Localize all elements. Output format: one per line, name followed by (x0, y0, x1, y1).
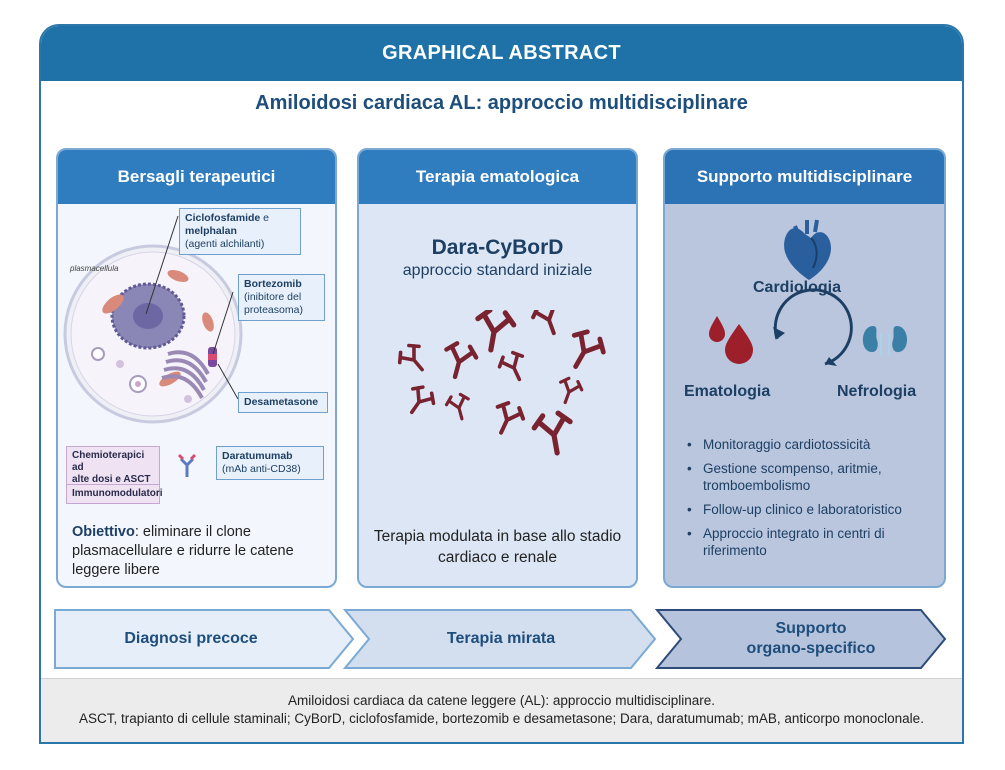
blood-drop-icon (709, 316, 753, 364)
pathway-arrows: Diagnosi precoce Terapia mirata Supporto… (41, 608, 962, 670)
list-item: Gestione scompenso, aritmie, tromboembol… (685, 460, 937, 494)
antibody-cluster (397, 310, 606, 456)
panel-therapeutic-targets: Bersagli terapeutici (56, 148, 337, 588)
support-bullet-list: Monitoraggio cardiotossicità Gestione sc… (685, 436, 937, 566)
panel-multidisciplinary-support: Supporto multidisciplinare (663, 148, 946, 588)
step-label-terapia: Terapia mirata (446, 630, 556, 647)
panel-title-support: Supporto multidisciplinare (665, 150, 944, 204)
cell-illustration: plasmacellula Ciclofosfamide e melphalan… (58, 204, 335, 584)
plasma-cell-label: plasmacellula (70, 264, 119, 273)
antibody-icon (531, 310, 562, 336)
label-desametasone: Desametasone (238, 392, 328, 413)
kidney-icon (862, 326, 908, 356)
caption-line-1: Amiloidosi cardiaca da catene leggere (A… (288, 693, 715, 708)
plasma-cell-icon (63, 215, 243, 477)
list-item: Monitoraggio cardiotossicità (685, 436, 937, 453)
antibody-icon (409, 385, 436, 415)
regimen-subtitle: approccio standard iniziale (402, 262, 593, 279)
caption-line-2: ASCT, trapianto di cellule staminali; Cy… (79, 711, 924, 726)
graphical-abstract: GRAPHICAL ABSTRACT Amiloidosi cardiaca A… (39, 24, 964, 744)
specialty-illustration (709, 219, 908, 366)
antibody-icon (495, 400, 526, 435)
antibody-icon (531, 410, 573, 456)
regimen-title: Dara-CyBorD (431, 236, 564, 259)
list-item: Follow-up clinico e laboratoristico (685, 501, 937, 518)
therapy-footnote: Terapia modulata in base allo stadio car… (373, 528, 622, 566)
panel-hematologic-therapy: Terapia ematologica Dara-CyBorD approcci… (357, 148, 638, 588)
label-bortezomib: Bortezomib (inibitore del proteasoma) (238, 274, 325, 321)
step-arrow-3 (654, 609, 947, 669)
cycle-arrow-icon (773, 288, 853, 366)
antibody-icon (397, 343, 424, 372)
step-label-diagnosi: Diagnosi precoce (124, 630, 258, 647)
antibody-icon (444, 341, 479, 380)
antibody-icon (444, 392, 470, 421)
label-daratumumab: Daratumumab (mAb anti-CD38) (216, 446, 324, 480)
caption: Amiloidosi cardiaca da catene leggere (A… (41, 678, 962, 742)
antibody-icon (559, 376, 584, 405)
label-ciclofosfamide: Ciclofosfamide e melphalan (agenti alchi… (179, 208, 301, 255)
step-arrow-2 (342, 609, 657, 669)
step-arrow-1 (54, 609, 355, 669)
antibody-icon (497, 350, 525, 382)
label-cardiologia: Cardiologia (753, 279, 842, 296)
list-item: Approccio integrato in centri di riferim… (685, 525, 937, 559)
label-chemioterapici: Chemioterapici ad alte dosi e ASCT (66, 446, 160, 490)
label-nefrologia: Nefrologia (837, 383, 917, 400)
objective-text: Obiettivo: eliminare il clone plasmacell… (72, 524, 294, 578)
heart-icon (784, 219, 831, 280)
antibody-icon (571, 329, 606, 369)
antibody-icon (475, 310, 517, 353)
page-title: Amiloidosi cardiaca AL: approccio multid… (255, 92, 748, 114)
panel-title-hematology: Terapia ematologica (359, 150, 636, 204)
panel-title-targets: Bersagli terapeutici (58, 150, 335, 204)
antibody-icon (177, 453, 197, 477)
label-immunomodulatori: Immunomodulatori (66, 484, 163, 504)
banner-title: GRAPHICAL ABSTRACT (41, 26, 962, 81)
label-ematologia: Ematologia (684, 383, 771, 400)
